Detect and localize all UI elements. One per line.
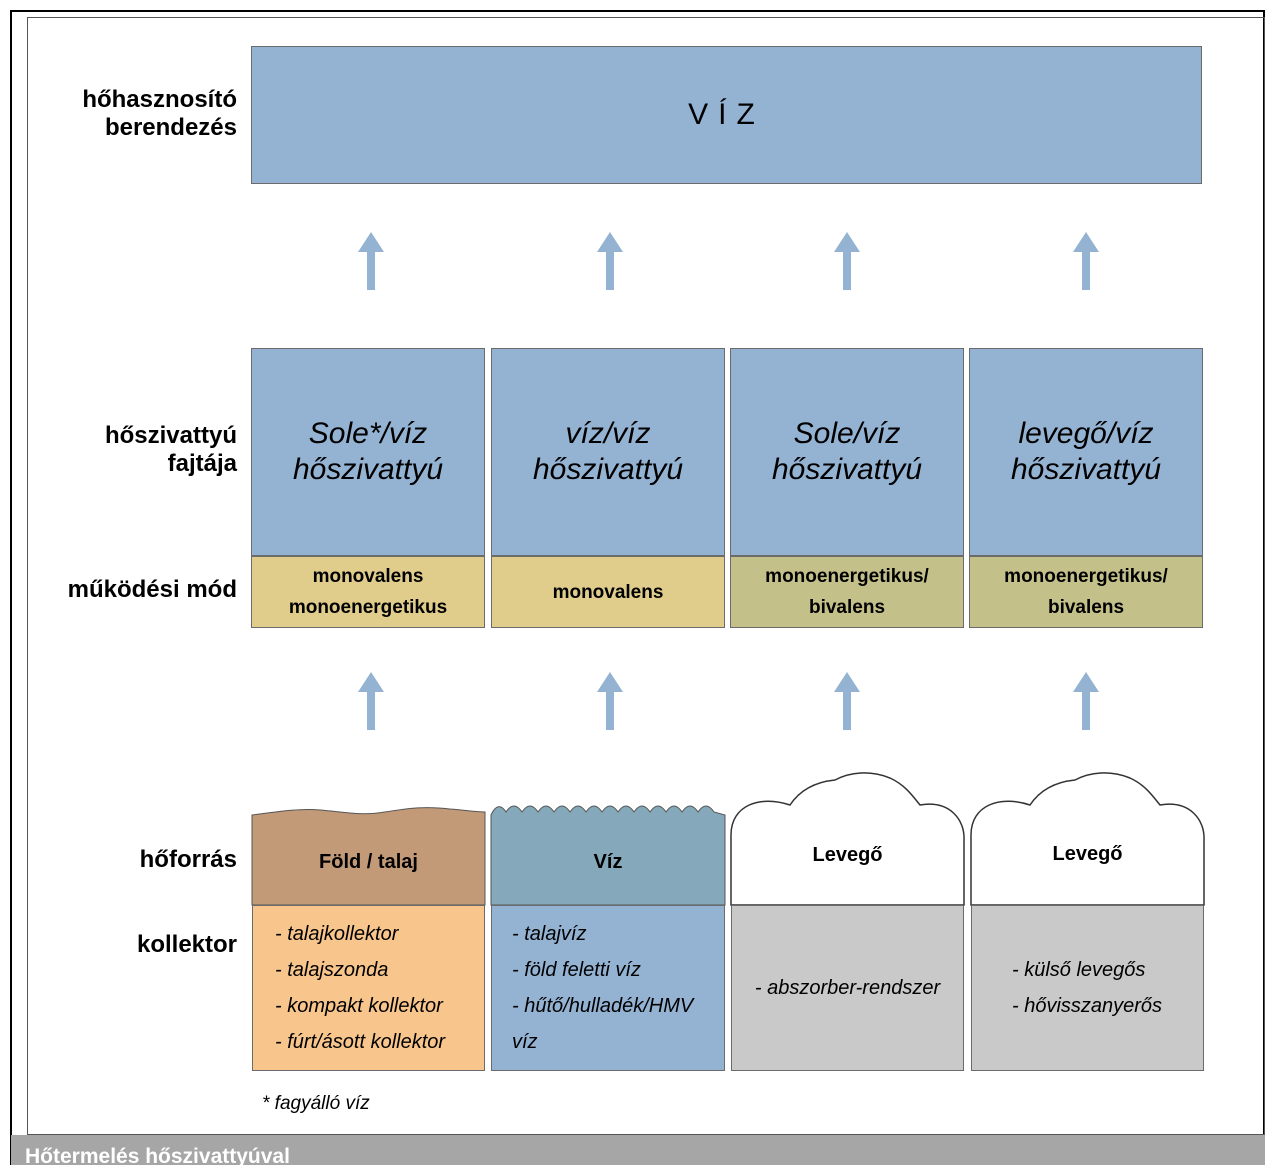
heatpump-box-water-water: víz/víz hőszivattyú: [491, 348, 725, 556]
collector-item: - hűtő/hulladék/HMV víz: [512, 995, 694, 1053]
collector-box-soil: - talajkollektor - talajszonda - kompakt…: [252, 905, 485, 1071]
collector-list: - külső levegős - hővisszanyerős: [1012, 952, 1162, 1024]
row-label-heat-source: hőforrás: [139, 846, 237, 873]
caption-bar: Hőtermelés hőszivattyúval: [11, 1135, 1265, 1168]
collector-item: - talajszonda: [275, 959, 389, 981]
collector-item: - külső levegős: [1012, 959, 1146, 981]
footnote: * fagyálló víz: [262, 1093, 370, 1114]
row-label-device: hőhasznosító berendezés: [82, 86, 237, 141]
heatpump-label: Sole/víz hőszivattyú: [771, 417, 923, 486]
row-label-collector: kollektor: [136, 931, 237, 958]
heatpump-box-sole-water: Sole*/víz hőszivattyú: [251, 348, 485, 556]
collector-list: - talajvíz - föld feletti víz - hűtő/hul…: [512, 916, 724, 1060]
heatpump-box-air-water: levegő/víz hőszivattyú: [969, 348, 1203, 556]
collector-box-air-1: - abszorber-rendszer: [731, 905, 964, 1071]
mode-box: monoenergetikus/ bivalens: [730, 556, 964, 628]
collector-item: - kompakt kollektor: [275, 995, 443, 1017]
mode-label: monoenergetikus/ bivalens: [1004, 566, 1168, 618]
arrow-up-icon: [597, 672, 623, 730]
collector-item: - talajvíz: [512, 923, 587, 945]
arrow-up-icon: [1073, 232, 1099, 290]
arrow-up-icon: [834, 232, 860, 290]
water-shape: [490, 805, 726, 906]
row-label-operating-mode: működési mód: [67, 576, 237, 603]
collector-item: - fúrt/ásott kollektor: [275, 1031, 446, 1053]
heatpump-label: víz/víz hőszivattyú: [532, 417, 684, 486]
heatpump-label: levegő/víz hőszivattyú: [1010, 417, 1162, 486]
device-label: VÍZ: [688, 98, 765, 131]
collector-item: - abszorber-rendszer: [754, 977, 941, 999]
row-label-heatpump-type: hőszivattyú fajtája: [104, 422, 237, 477]
mode-label: monoenergetikus/ bivalens: [765, 566, 929, 618]
collector-item: - talajkollektor: [275, 923, 399, 945]
mode-label: monovalens: [552, 581, 664, 603]
arrow-up-icon: [1073, 672, 1099, 730]
figure-caption: Hőtermelés hőszivattyúval: [25, 1145, 290, 1168]
collector-item: - föld feletti víz: [512, 959, 641, 981]
arrow-up-icon: [834, 672, 860, 730]
mode-box: monoenergetikus/ bivalens: [969, 556, 1203, 628]
heatpump-box-sole-water-2: Sole/víz hőszivattyú: [730, 348, 964, 556]
arrow-up-icon: [358, 232, 384, 290]
soil-shape: [251, 807, 486, 906]
mode-label: monovalens monoenergetikus: [288, 566, 448, 618]
collector-box-air-2: - külső levegős - hővisszanyerős: [971, 905, 1204, 1071]
cloud-shape: [730, 772, 965, 906]
heat-source-label: Víz: [593, 851, 623, 873]
collector-item: - hővisszanyerős: [1012, 995, 1163, 1017]
device-box: VÍZ: [251, 46, 1202, 184]
collector-list: - talajkollektor - talajszonda - kompakt…: [275, 916, 445, 1060]
collector-box-water: - talajvíz - föld feletti víz - hűtő/hul…: [491, 905, 725, 1071]
heat-source-label: Föld / talaj: [319, 851, 418, 873]
mode-box: monovalens: [491, 556, 725, 628]
mode-box: monovalens monoenergetikus: [251, 556, 485, 628]
cloud-shape: [970, 772, 1205, 906]
arrow-up-icon: [597, 232, 623, 290]
collector-list: - abszorber-rendszer: [755, 970, 940, 1006]
heatpump-label: Sole*/víz hőszivattyú: [292, 417, 444, 486]
heat-source-label: Levegő: [1052, 843, 1123, 865]
arrow-up-icon: [358, 672, 384, 730]
heat-source-label: Levegő: [812, 844, 883, 866]
